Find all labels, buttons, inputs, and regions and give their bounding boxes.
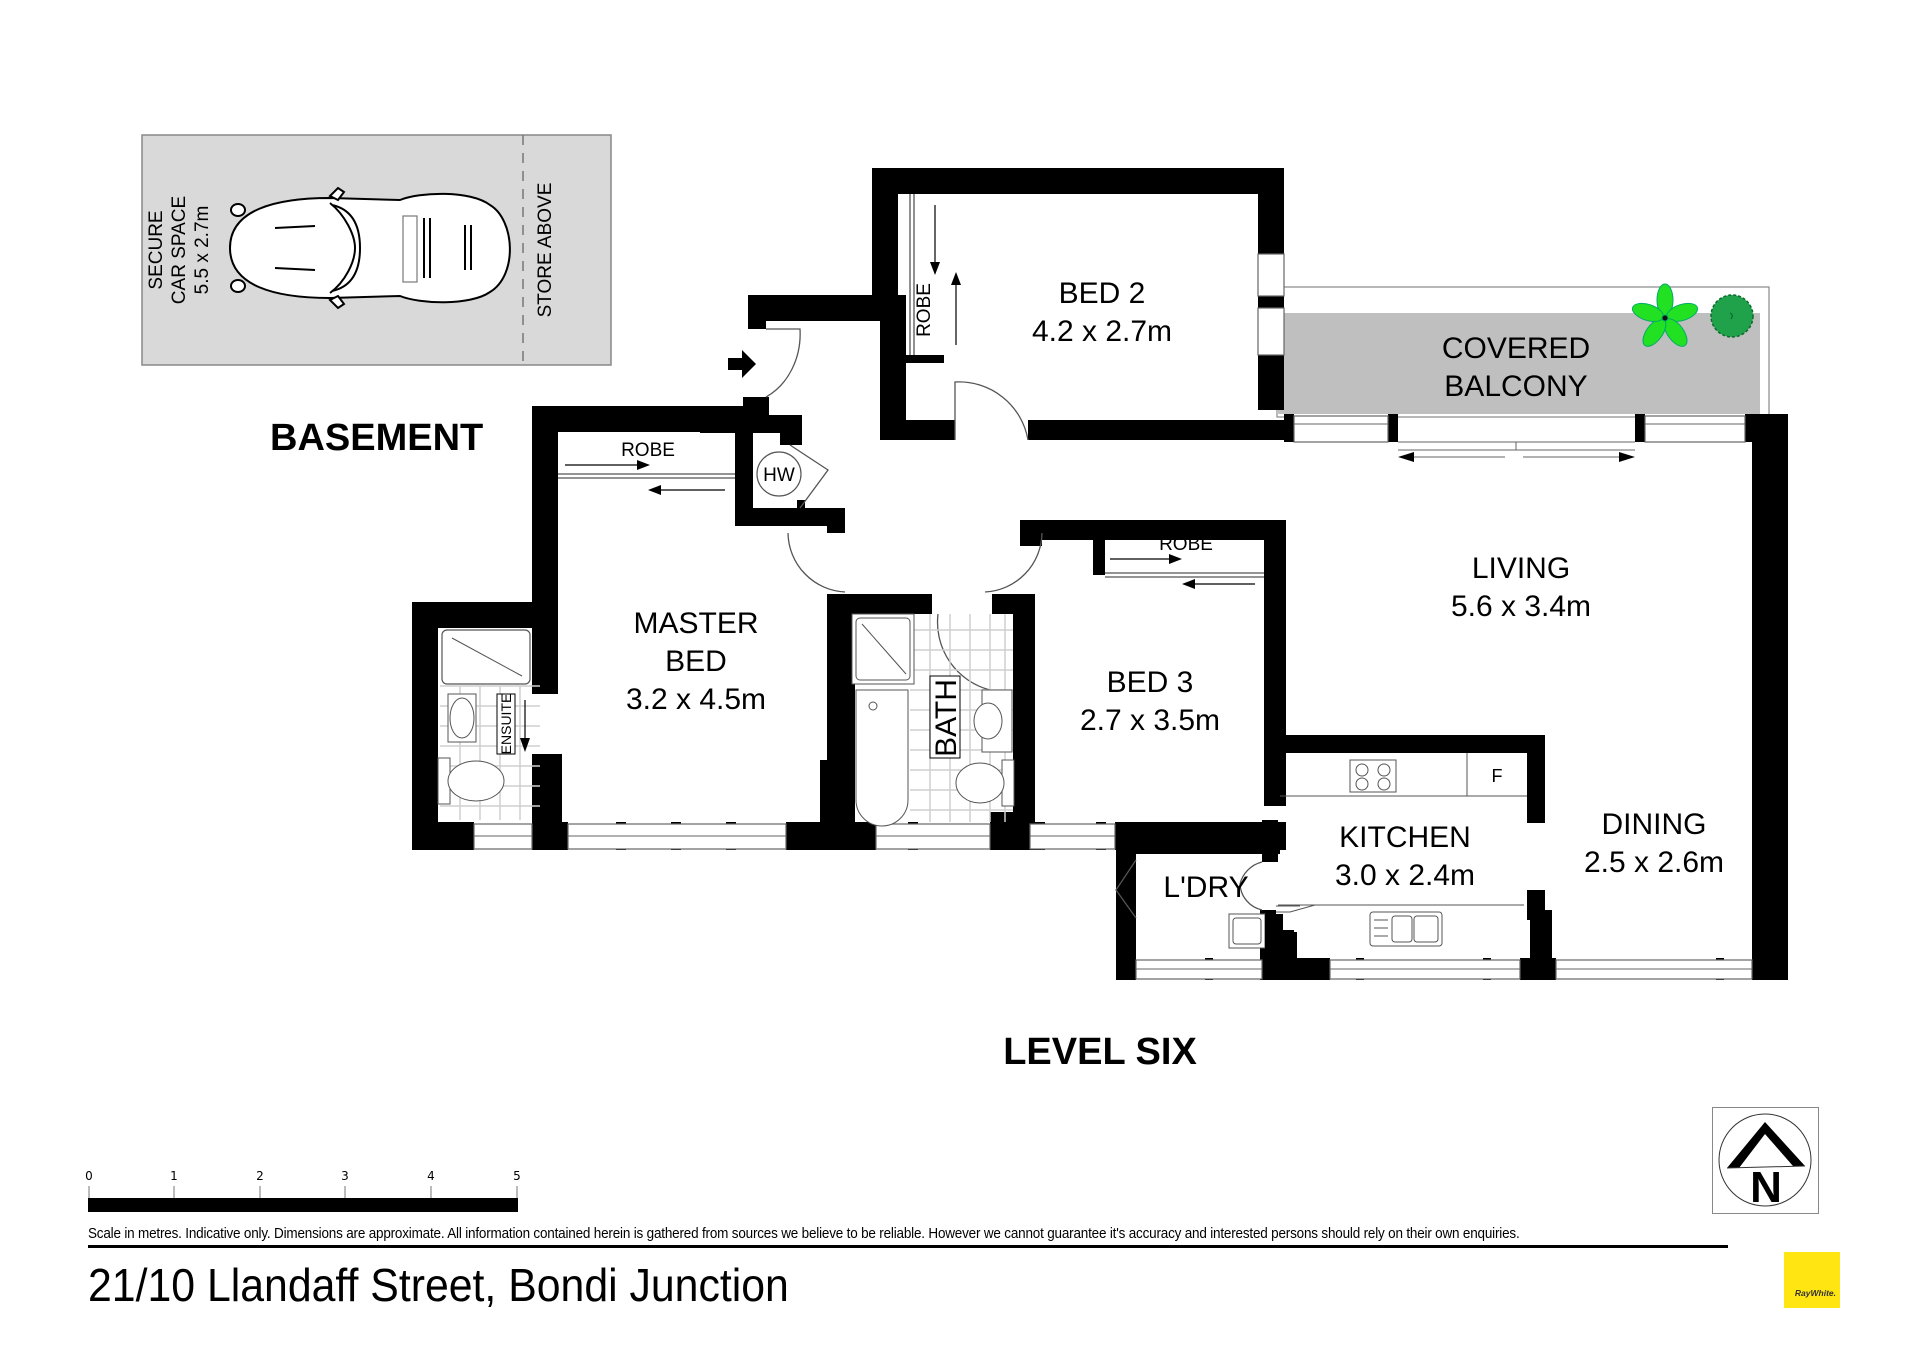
north-compass: N (1712, 1107, 1819, 1214)
bed3-size: 2.7 x 3.5m (1080, 704, 1220, 737)
laundry-tub-icon (1228, 913, 1266, 949)
dining-name: DINING (1602, 808, 1707, 841)
living-name: LIVING (1472, 552, 1570, 585)
level-six-label: LEVEL SIX (1003, 1031, 1197, 1073)
robe-label-bed2: ROBE (914, 283, 935, 337)
living-size: 5.6 x 3.4m (1451, 590, 1591, 623)
shrub-icon (1710, 294, 1754, 338)
doors (765, 328, 1263, 919)
master-name-2: BED (665, 645, 727, 678)
scale-tick-0: 0 (85, 1169, 93, 1183)
raywhite-logo: RayWhite. (1784, 1252, 1840, 1308)
bathroom: BATH (851, 613, 1015, 827)
kitchen-fixtures: F (1228, 753, 1527, 958)
compass-icon: N (1718, 1113, 1812, 1212)
car-space: SECURE CAR SPACE 5.5 x 2.7m STORE ABOVE (141, 134, 612, 366)
master-size: 3.2 x 4.5m (626, 683, 766, 716)
logo-text: RayWhite. (1794, 1288, 1836, 1298)
plant-icon (1631, 283, 1699, 347)
car-space-size: 5.5 x 2.7m (192, 206, 213, 295)
toilet-icon (955, 762, 1005, 804)
fridge-label: F (1492, 766, 1503, 786)
shower-icon (855, 617, 911, 681)
basin-icon (449, 697, 475, 739)
bath-label: BATH (930, 679, 963, 757)
car-space-label-1: SECURE (146, 210, 167, 289)
bed2-name: BED 2 (1059, 277, 1146, 310)
disclaimer-text: Scale in metres. Indicative only. Dimens… (88, 1226, 1520, 1242)
laundry-name: L'DRY (1163, 871, 1248, 904)
footer-divider (88, 1245, 1728, 1248)
robe-label-master: ROBE (621, 440, 675, 461)
covered-balcony: COVERED BALCONY (1276, 283, 1770, 418)
scale-tick-2: 2 (256, 1169, 264, 1183)
property-address: 21/10 Llandaff Street, Bondi Junction (88, 1259, 789, 1311)
scale-tick-1: 1 (170, 1169, 178, 1183)
car-space-label-2: CAR SPACE (169, 196, 190, 304)
balcony-label-2: BALCONY (1444, 370, 1587, 403)
basement-label: BASEMENT (270, 417, 483, 459)
basin-icon (973, 702, 1003, 740)
windows (473, 253, 1753, 980)
ensuite: ENSUITE (437, 629, 540, 820)
car-icon (228, 186, 511, 310)
kitchen-size: 3.0 x 2.4m (1335, 859, 1475, 892)
hot-water-icon (756, 451, 802, 497)
master-name-1: MASTER (633, 607, 758, 640)
scale-tick-5: 5 (513, 1169, 521, 1183)
robes: ROBE ROBE ROBE (558, 194, 1264, 589)
toilet-icon (447, 760, 505, 802)
hot-water-label: HW (763, 465, 795, 486)
room-labels: BED 2 4.2 x 2.7m MASTER BED 3.2 x 4.5m B… (626, 277, 1724, 904)
sink-icon (1369, 911, 1443, 947)
scale-tick-4: 4 (427, 1169, 435, 1183)
compass-label: N (1750, 1163, 1782, 1212)
scale-bar: 0 1 2 3 4 5 (85, 1169, 521, 1212)
ensuite-label: ENSUITE (498, 694, 514, 755)
entry-arrow-icon (728, 350, 756, 378)
store-above-label: STORE ABOVE (535, 183, 556, 318)
balcony-label-1: COVERED (1442, 332, 1590, 365)
bathtub-icon (855, 689, 909, 827)
robe-label-bed3: ROBE (1159, 534, 1213, 555)
bed2-size: 4.2 x 2.7m (1032, 315, 1172, 348)
bed3-name: BED 3 (1107, 666, 1194, 699)
dining-size: 2.5 x 2.6m (1584, 846, 1724, 879)
kitchen-name: KITCHEN (1339, 821, 1471, 854)
scale-tick-3: 3 (341, 1169, 349, 1183)
